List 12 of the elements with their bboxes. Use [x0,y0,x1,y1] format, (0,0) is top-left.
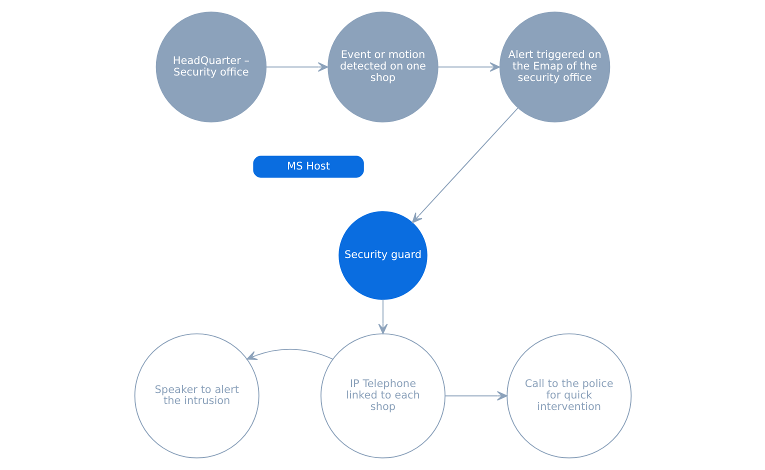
node-box: MS Host [252,156,364,178]
node-circle: IP Telephone linked to each shop [320,333,446,458]
arrow [378,299,388,334]
arrow [246,348,333,360]
node-circle: HeadQuarter – Security office [155,12,266,122]
node-circle: Call to the police for quick intervention [506,333,632,458]
arrow [444,391,507,401]
arrow [437,62,500,72]
node-circle: Alert triggered on the Emap of the security office [498,12,610,122]
arrow [411,108,518,224]
node-circle: Event or motion detected on one shop [327,12,438,122]
arrow [265,62,328,72]
